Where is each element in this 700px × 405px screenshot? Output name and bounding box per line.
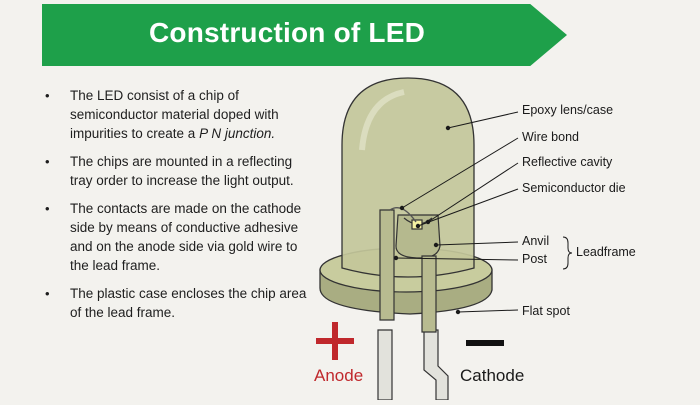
- bullet-text: The plastic case encloses the chip area …: [70, 286, 307, 320]
- page-title: Construction of LED: [149, 17, 425, 48]
- bullet-item: • The plastic case encloses the chip are…: [40, 284, 308, 322]
- bullet-icon: •: [45, 88, 50, 103]
- anode-label: Anode: [314, 366, 364, 385]
- pointer-lines: [395, 111, 573, 313]
- minus-icon: [466, 340, 504, 346]
- plus-icon: [316, 322, 354, 360]
- bullet-list: • The LED consist of a chip of semicondu…: [40, 86, 308, 331]
- led-dome: [341, 77, 475, 278]
- bullet-item: • The chips are mounted in a reflecting …: [40, 152, 308, 190]
- label-leadframe: Leadframe: [576, 245, 636, 259]
- bullet-emphasis: P N junction.: [199, 126, 276, 141]
- cathode-label: Cathode: [460, 366, 525, 385]
- label-post: Post: [522, 252, 548, 266]
- anode-lead: [377, 329, 393, 401]
- bullet-text: The contacts are made on the cathode sid…: [70, 201, 302, 273]
- bullet-text: The chips are mounted in a reflecting tr…: [70, 154, 294, 188]
- cathode-lead: [423, 329, 449, 401]
- led-diagram: Epoxy lens/case Wire bond Reflective cav…: [300, 70, 700, 405]
- bullet-item: • The contacts are made on the cathode s…: [40, 199, 308, 275]
- bullet-icon: •: [45, 201, 50, 216]
- label-epoxy: Epoxy lens/case: [522, 103, 614, 117]
- bullet-icon: •: [45, 286, 50, 301]
- title-banner: Construction of LED: [42, 4, 567, 66]
- led-anvil-lead: [421, 255, 437, 333]
- bullet-icon: •: [45, 154, 50, 169]
- bullet-text: The LED consist of a chip of semiconduct…: [70, 88, 279, 141]
- label-die: Semiconductor die: [522, 181, 626, 195]
- led-illustration: [316, 77, 573, 401]
- led-anvil: [395, 214, 441, 259]
- label-wire-bond: Wire bond: [522, 130, 579, 144]
- led-post: [379, 209, 395, 321]
- label-anvil: Anvil: [522, 234, 550, 248]
- label-flat-spot: Flat spot: [522, 304, 570, 318]
- bullet-item: • The LED consist of a chip of semicondu…: [40, 86, 308, 143]
- label-reflective: Reflective cavity: [522, 155, 613, 169]
